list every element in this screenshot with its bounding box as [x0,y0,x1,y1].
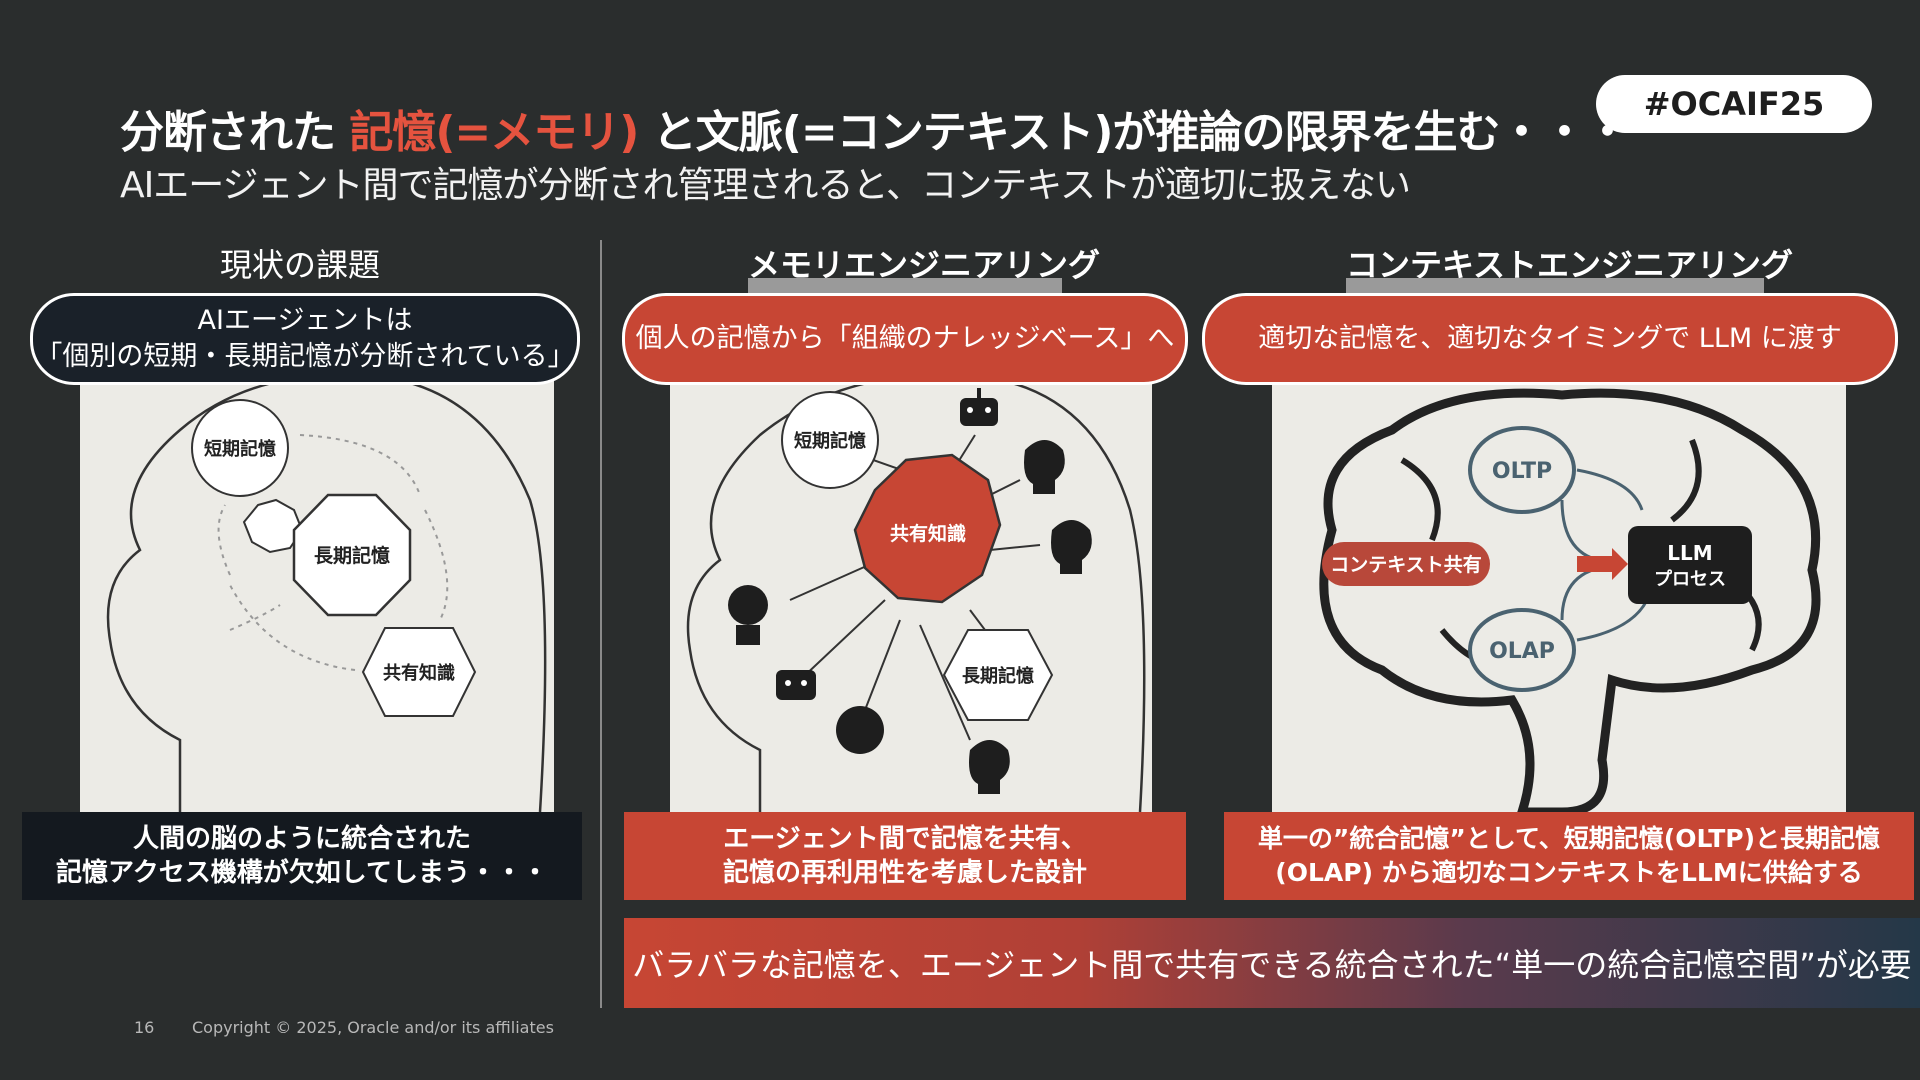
head-diagram-memory: 短期記憶 共有知識 長期記憶 [670,380,1152,812]
column3-caption: 単一の”統合記憶”として、短期記憶(OLTP)と長期記憶 (OLAP) から適切… [1224,812,1914,900]
brain-diagram-context: OLTP OLAP コンテキスト共有 LLM プロセス [1272,380,1846,812]
column2-caption: エージェント間で記憶を共有、 記憶の再利用性を考慮した設計 [624,812,1186,900]
hashtag-badge: #OCAIF25 [1596,75,1872,133]
column3-heading-underline [1346,278,1764,294]
node-context-sharing: コンテキスト共有 [1330,553,1481,576]
node-oltp: OLTP [1492,459,1552,484]
column1-pill-line2: 「個別の短期・長期記憶が分断されている」 [35,339,574,375]
node-olap: OLAP [1489,639,1555,664]
column2-heading-underline [748,278,1062,294]
column1-pill-line1: AIエージェントは [198,303,413,339]
page-title: 分断された 記憶(=メモリ) と文脈(=コンテキスト)が推論の限界を生む・・・ [120,96,1629,160]
node-shared-knowledge: 共有知識 [890,522,966,545]
column1-pill: AIエージェントは 「個別の短期・長期記憶が分断されている」 [30,293,580,385]
column3-pill: 適切な記憶を、適切なタイミングで LLM に渡す [1202,293,1898,385]
node-long-term: 長期記憶 [314,544,390,567]
title-part2: と文脈(=コンテキスト)が推論の限界を生む・・・ [638,107,1628,158]
column2-pill: 個人の記憶から「組織のナレッジベース」へ [622,293,1188,385]
column2-illustration: 短期記憶 共有知識 長期記憶 [670,380,1152,812]
column1-heading: 現状の課題 [20,240,580,286]
title-accent: 記憶(=メモリ) [349,107,638,158]
column1-caption-line2: 記憶アクセス機構が欠如してしまう・・・ [56,856,548,890]
node-long-term: 長期記憶 [962,665,1034,687]
copyright: Copyright © 2025, Oracle and/or its affi… [192,1018,554,1037]
title-part1: 分断された [120,107,349,158]
column3-caption-line2: (OLAP) から適切なコンテキストをLLMに供給する [1275,856,1862,890]
column3-illustration: OLTP OLAP コンテキスト共有 LLM プロセス [1272,380,1846,812]
column1-caption: 人間の脳のように統合された 記憶アクセス機構が欠如してしまう・・・ [22,812,582,900]
node-short-term: 短期記憶 [204,438,276,460]
column3-caption-line1: 単一の”統合記憶”として、短期記憶(OLTP)と長期記憶 [1258,822,1880,856]
head-diagram-current: 短期記憶 長期記憶 共有知識 [80,380,554,812]
column1-illustration: 短期記憶 長期記憶 共有知識 [80,380,554,812]
node-short-term: 短期記憶 [794,430,866,452]
node-llm: LLM [1667,541,1712,565]
column2-caption-line2: 記憶の再利用性を考慮した設計 [723,856,1087,890]
page-subtitle: AIエージェント間で記憶が分断され管理されると、コンテキストが適切に扱えない [120,156,1410,208]
page-number: 16 [134,1018,154,1037]
column-divider [600,240,602,1008]
column1-caption-line1: 人間の脳のように統合された [133,822,471,856]
node-shared-knowledge: 共有知識 [383,662,455,684]
conclusion-banner: バラバラな記憶を、エージェント間で共有できる統合された“単一の統合記憶空間”が必… [624,918,1920,1008]
column2-caption-line1: エージェント間で記憶を共有、 [723,822,1086,856]
node-process: プロセス [1654,568,1726,590]
